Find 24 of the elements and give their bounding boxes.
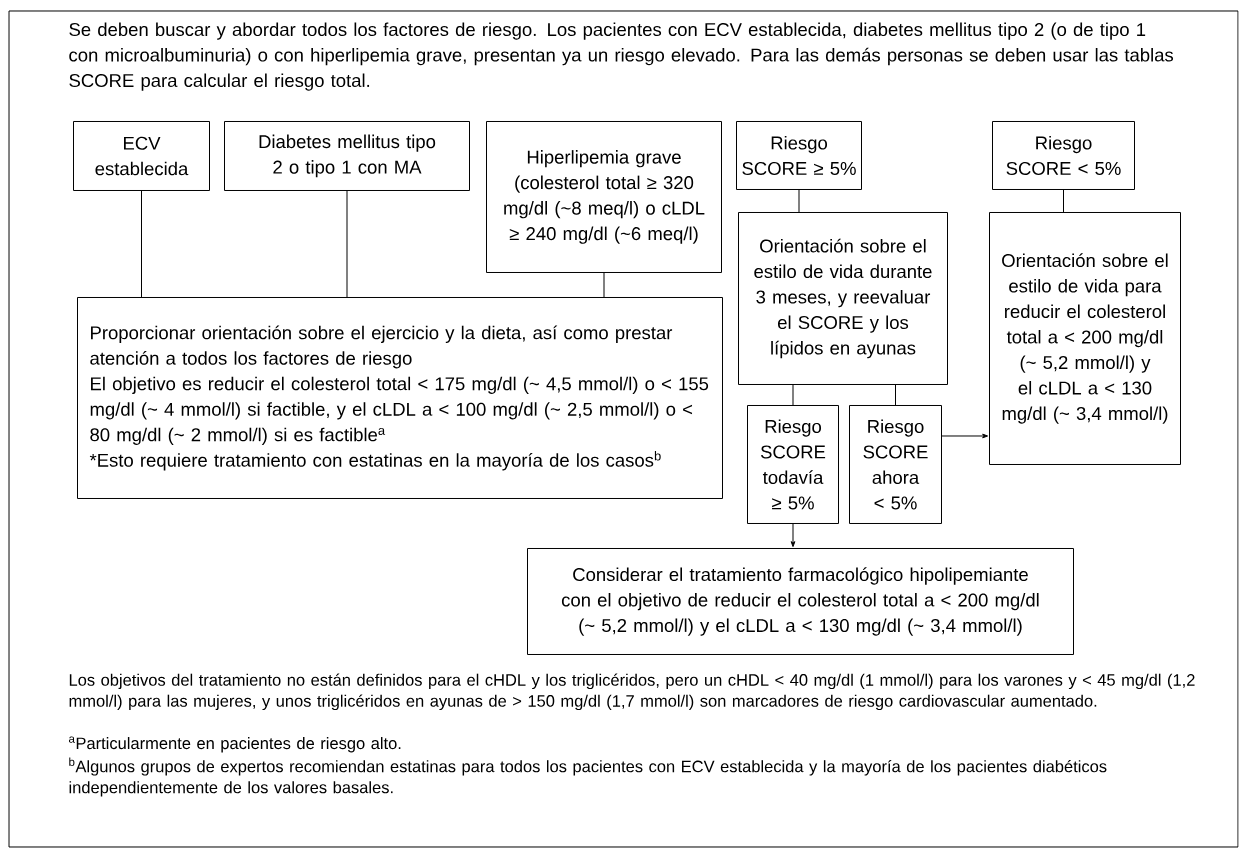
paragraph: Se deben buscar y abordar todos los factores de riesgo. Los pacientes con ECV establecida, diabetes mellitus tipo 2 (o de tipo 1 con microalbuminuria) o con hiperlipemia grave, presentan ya un riesgo elevado. Para las demás personas se deben usar las tablas SCORE para calcular el riesgo total. (69, 22, 1174, 91)
text-box: Diabetes mellitus tipo 2 o tipo 1 con MA (224, 121, 470, 191)
footnote: $^{b}$Algunos grupos de expertos recomiendan estatinas para todos los pacientes con ECV establecida y la mayoría de los pacientes diabéticos independientemente de los valores basales. (69, 757, 1107, 797)
connector-line (1063, 189, 1064, 213)
connector-line (792, 384, 794, 406)
text-box: Riesgo SCORE ahora < 5% (849, 405, 942, 524)
connector-line (603, 272, 605, 298)
paragraph: Los objetivos del tratamiento no están definidos para el cHDL y los triglicéridos, pero un cHDL < 40 mg/dl (1 mmol/l) para los varones y < 45 mg/dl (1,2 mmol/l) para las mujeres, y unos triglicéridos en ayunas de > 150 mg/dl (1,7 mmol/l) son marcadores de riesgo cardiovascular aumentado. (69, 673, 1195, 711)
connector-line (798, 189, 800, 213)
text-box: Riesgo SCORE ≥ 5% (736, 121, 862, 190)
text-box: Orientación sobre el estilo de vida durante 3 meses, y reevaluar el SCORE y los lípidos en ayunas (738, 212, 948, 385)
connector-line (141, 190, 142, 298)
text-box: Hiperlipemia grave (colesterol total ≥ 320 mg/dl (~8 meq/l) o cLDL ≥ 240 mg/dl (~6 meq/l) (486, 121, 722, 273)
text-box: Riesgo SCORE < 5% (992, 121, 1135, 190)
text-box: Proporcionar orientación sobre el ejercicio y la dieta, así como prestar atención a todos los factores de riesgo El objetivo es reducir el colesterol total < 175 mg/dl (~ 4,5 mmol/l) o < 155 mg/dl (~ 4 mmol/l) si factible, y el cLDL a < 100 mg/dl (~ 2,5 mmol/l) o < 80 mg/dl (~ 2 mmol/l) si es factible$^{a}$ *Esto requiere tratamiento con estatinas en la mayoría de los casos$^{b}$ (77, 297, 723, 499)
text-box: Riesgo SCORE todavía ≥ 5% (747, 405, 839, 524)
arrow (941, 433, 989, 439)
text-box: Considerar el tratamiento farmacológico hipolipemiante con el objetivo de reducir el colesterol total a < 200 mg/dl (~ 5,2 mmol/l) y el cLDL a < 130 mg/dl (~ 3,4 mmol/l) (527, 548, 1074, 655)
connector-line (895, 384, 896, 406)
text-box: Orientación sobre el estilo de vida para reducir el colesterol total a < 200 mg/dl (~ 5,2 mmol/l) y el cLDL a < 130 mg/dl (~ 3,4 mmol/l) (989, 212, 1181, 465)
arrow (790, 523, 796, 548)
connector-line (346, 190, 348, 298)
text-box: ECV establecida (73, 121, 210, 191)
footnote: $^{a}$Particularmente en pacientes de riesgo alto. (69, 736, 401, 753)
